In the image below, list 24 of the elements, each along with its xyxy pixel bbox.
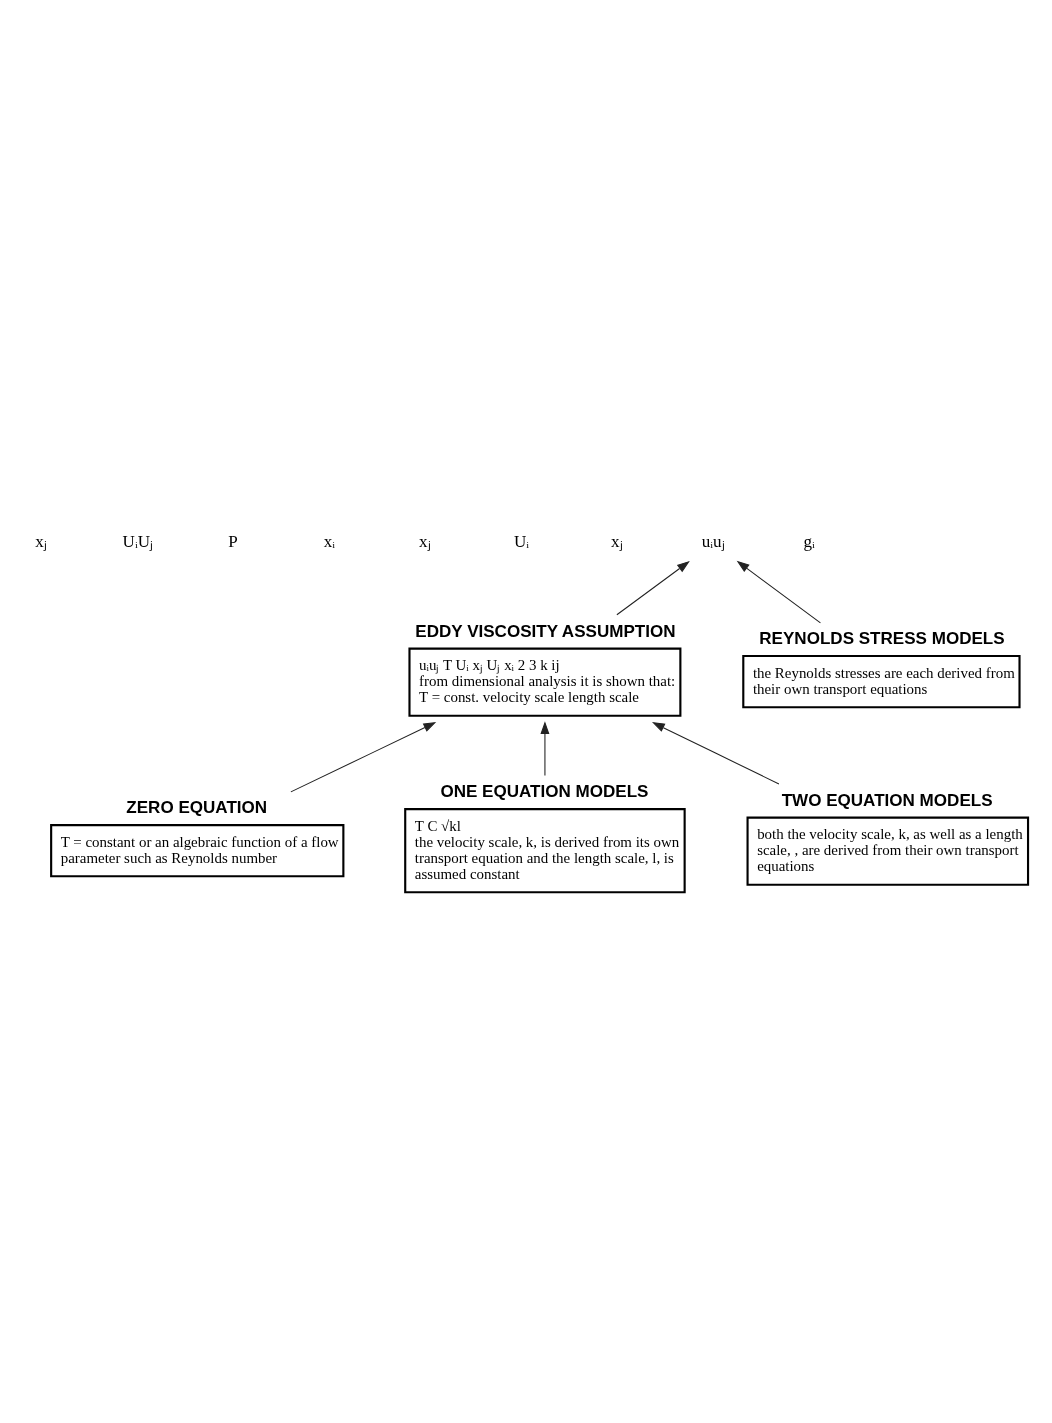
arrow [540, 721, 550, 777]
label: P [228, 531, 238, 551]
node-label: ZERO EQUATION [126, 798, 268, 818]
arrow [616, 560, 690, 616]
node-box: uᵢuⱼ T Uᵢ xⱼ Uⱼ xᵢ 2 3 k ij from dimensional analysis it is shown that: T = const. velocity scale length scale [408, 647, 682, 717]
node-box: T C √kl the velocity scale, k, is derived from its own transport equation and the length scale, l, is assumed constant [404, 808, 686, 894]
label: Uᵢ [514, 531, 530, 551]
label: gᵢ [803, 531, 815, 551]
label: xⱼ [419, 531, 431, 551]
arrow [736, 560, 821, 624]
node-label: ONE EQUATION MODELS [440, 782, 649, 802]
node-box: both the velocity scale, k, as well as a length scale, , are derived from their own transport equations [746, 816, 1030, 886]
node-label: EDDY VISCOSITY ASSUMPTION [415, 621, 676, 641]
label: xᵢ [323, 531, 335, 551]
node-box: T = constant or an algebraic function of a flow parameter such as Reynolds number [50, 824, 345, 878]
node-text: uᵢuⱼ [701, 531, 725, 551]
node-box: the Reynolds stresses are each derived from their own transport equations [742, 654, 1021, 709]
label: UᵢUⱼ [122, 531, 154, 551]
arrow [651, 722, 780, 785]
label: xⱼ [35, 531, 47, 551]
node-label: REYNOLDS STRESS MODELS [759, 629, 1005, 649]
label: xⱼ [611, 531, 623, 551]
node-label: TWO EQUATION MODELS [781, 790, 993, 810]
arrow [290, 722, 437, 793]
